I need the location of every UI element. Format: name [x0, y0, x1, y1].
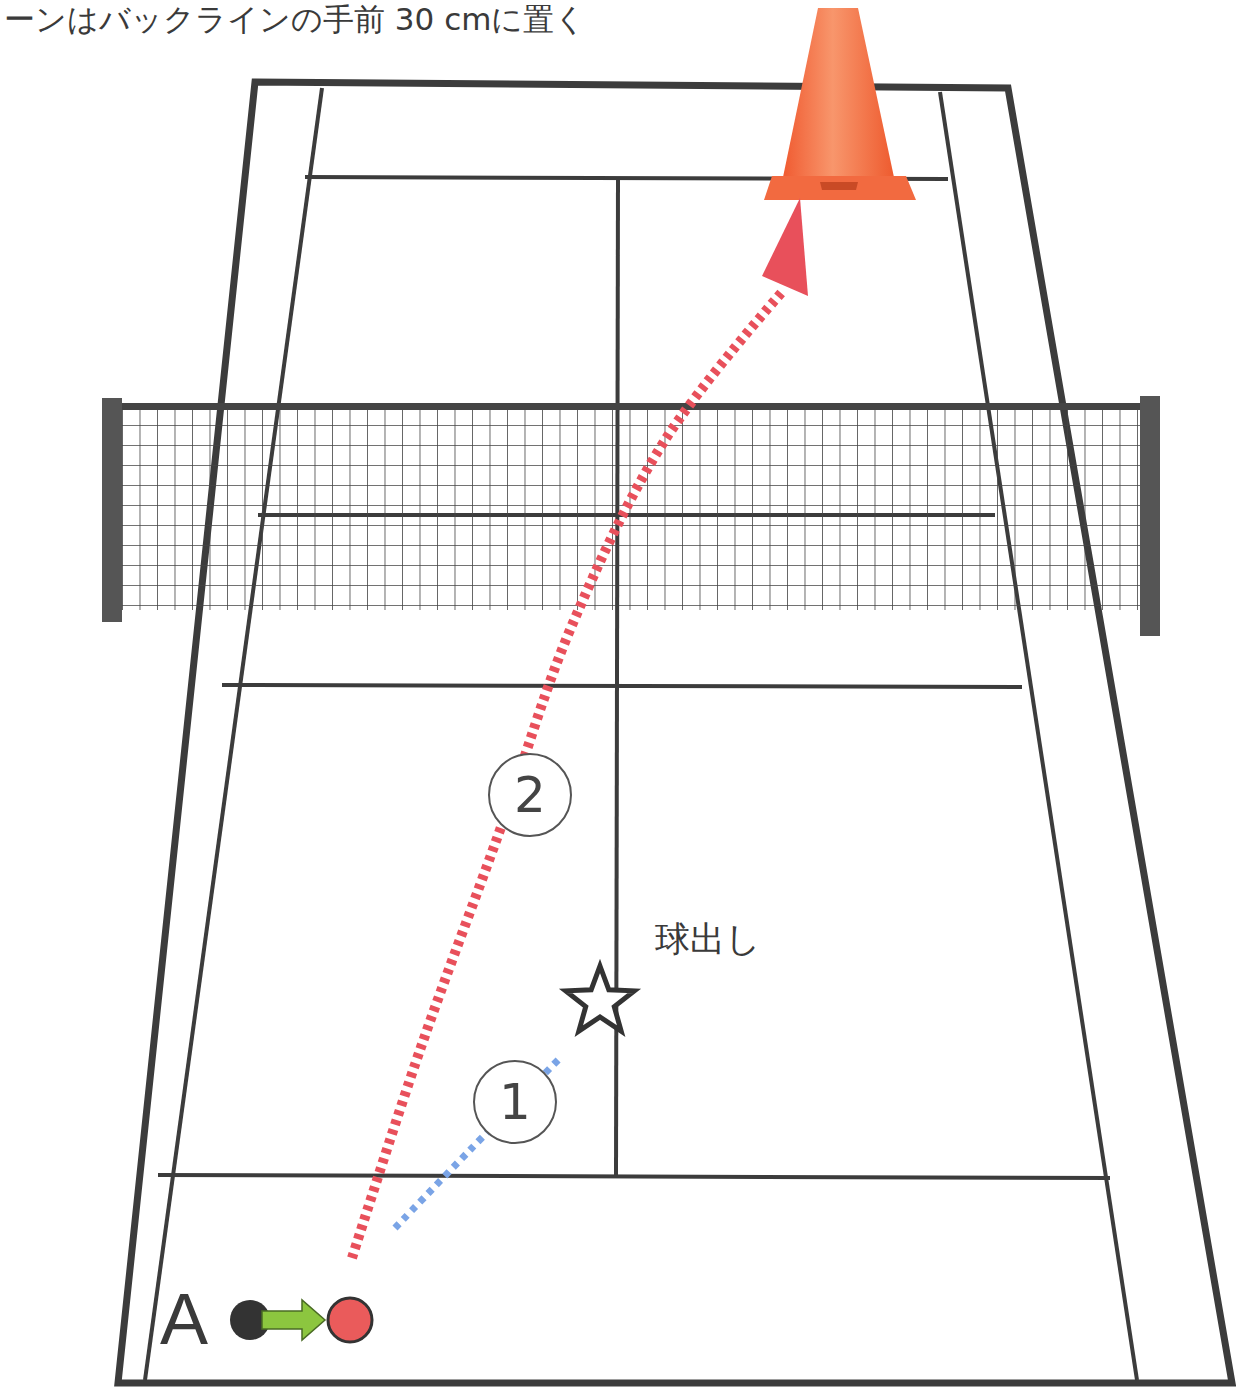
net-tape	[122, 403, 1140, 410]
arrowhead	[762, 198, 808, 296]
court-outline	[118, 82, 1232, 1383]
callout-text: 1	[499, 1077, 531, 1127]
feeder-label: 球出し	[655, 920, 761, 959]
note-text: ーンはバックラインの手前 30 cmに置く	[4, 2, 586, 36]
feeder-star	[566, 966, 634, 1031]
move-arrow	[262, 1300, 325, 1340]
court-line	[940, 92, 1137, 1380]
cone-base	[764, 176, 916, 200]
cone-hole	[820, 182, 858, 190]
feed-path	[395, 1058, 560, 1228]
cone	[782, 8, 895, 182]
shot-path	[352, 292, 782, 1258]
court-line	[158, 1175, 1110, 1178]
net-post	[1140, 396, 1160, 636]
player-end	[328, 1298, 372, 1342]
callout-number: 1	[473, 1060, 557, 1144]
callout-number: 2	[488, 753, 572, 837]
court-line	[222, 685, 1022, 687]
callout-text: 2	[514, 770, 546, 820]
net-post	[102, 398, 122, 622]
court-line	[145, 88, 322, 1380]
player-label: A	[160, 1280, 208, 1359]
